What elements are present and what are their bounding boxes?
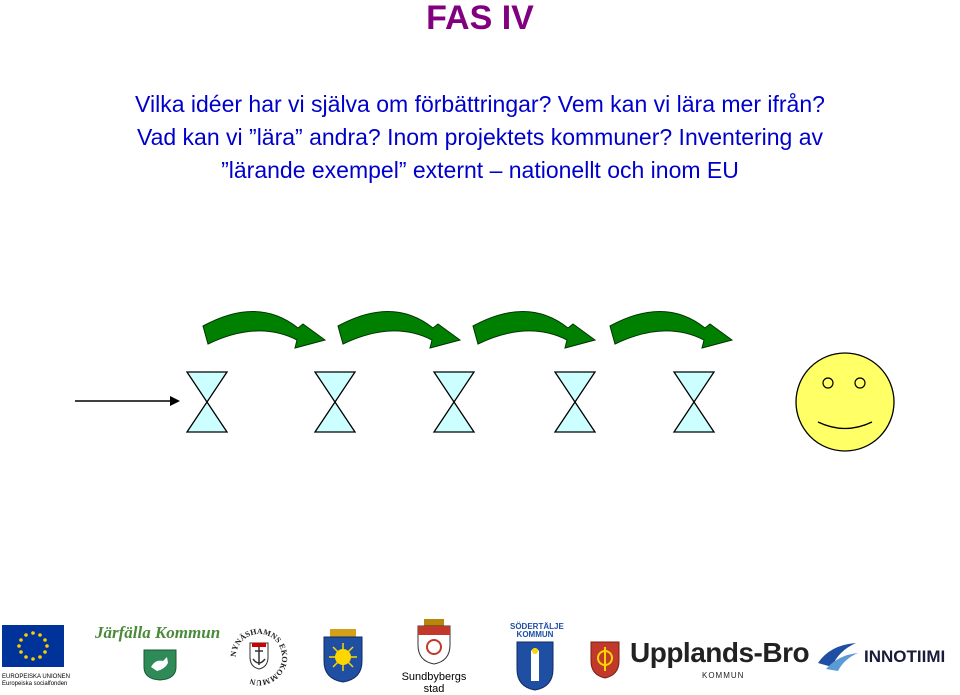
curved-arrow-2 xyxy=(337,311,462,349)
sundbyberg-label-line2: stad xyxy=(423,683,445,695)
entry-arrow xyxy=(75,396,180,406)
innotiimi-logo: INNOTIIMI xyxy=(816,639,958,675)
sodertalje-crest-icon xyxy=(516,641,554,691)
eu-union-label: EUROPEISKA UNIONEN xyxy=(2,674,71,680)
hourglass-2 xyxy=(313,371,357,433)
eu-flag-icon xyxy=(2,625,64,667)
sodertalje-label-line1: SÖDERTÄLJE xyxy=(510,622,564,631)
curved-arrow-4 xyxy=(609,311,734,349)
sodertalje-logo: SÖDERTÄLJE KOMMUN xyxy=(510,622,564,693)
upplands-bro-label: Upplands-Bro xyxy=(630,637,810,668)
upplands-bro-logo: Upplands-Bro KOMMUN xyxy=(590,637,810,687)
eu-flag-logo: EUROPEISKA UNIONEN Europeiska socialfond… xyxy=(2,625,71,687)
innotiimi-label: INNOTIIMI xyxy=(864,647,946,666)
upplands-bro-sub-label: KOMMUN xyxy=(702,671,745,680)
jarfalla-crest-icon xyxy=(143,649,177,681)
sun-crest-icon xyxy=(323,629,363,683)
nynashamn-seal-icon: NYNÄSHAMNS EKOKOMMUN xyxy=(229,627,289,687)
logo-strip: EUROPEISKA UNIONEN Europeiska socialfond… xyxy=(0,615,960,695)
eu-socialfund-label: Europeiska socialfonden xyxy=(2,681,68,687)
upplands-bro-crest-icon xyxy=(590,641,620,679)
curved-arrow-3 xyxy=(472,311,597,349)
sundbyberg-crest-icon xyxy=(417,619,451,665)
sodertalje-label-line2: KOMMUN xyxy=(516,630,554,639)
hourglass-4 xyxy=(553,371,597,433)
hourglass-5 xyxy=(672,371,716,433)
innotiimi-swoosh-icon xyxy=(818,643,858,671)
sun-crest-logo xyxy=(322,627,364,683)
curved-arrow-1 xyxy=(202,311,327,349)
sundbyberg-logo: Sundbybergs stad xyxy=(398,619,470,695)
slide-title: FAS IV xyxy=(426,0,534,37)
slide-body-text: Vilka idéer har vi själva om förbättring… xyxy=(40,88,920,187)
body-line-2: Vad kan vi ”lära” andra? Inom projektets… xyxy=(136,124,824,150)
body-line-1: Vilka idéer har vi själva om förbättring… xyxy=(135,91,825,117)
process-diagram xyxy=(75,311,895,452)
hourglass-1 xyxy=(185,371,229,433)
sundbyberg-label-line1: Sundbybergs xyxy=(401,671,467,683)
smiley-face-icon xyxy=(795,352,895,452)
hourglass-3 xyxy=(432,371,476,433)
jarfalla-label: Järfälla Kommun xyxy=(95,623,221,642)
jarfalla-logo: Järfälla Kommun xyxy=(95,623,220,685)
body-line-3: ”lärande exempel” externt – nationellt o… xyxy=(221,157,739,183)
nynashamn-logo: NYNÄSHAMNS EKOKOMMUN xyxy=(228,621,290,689)
